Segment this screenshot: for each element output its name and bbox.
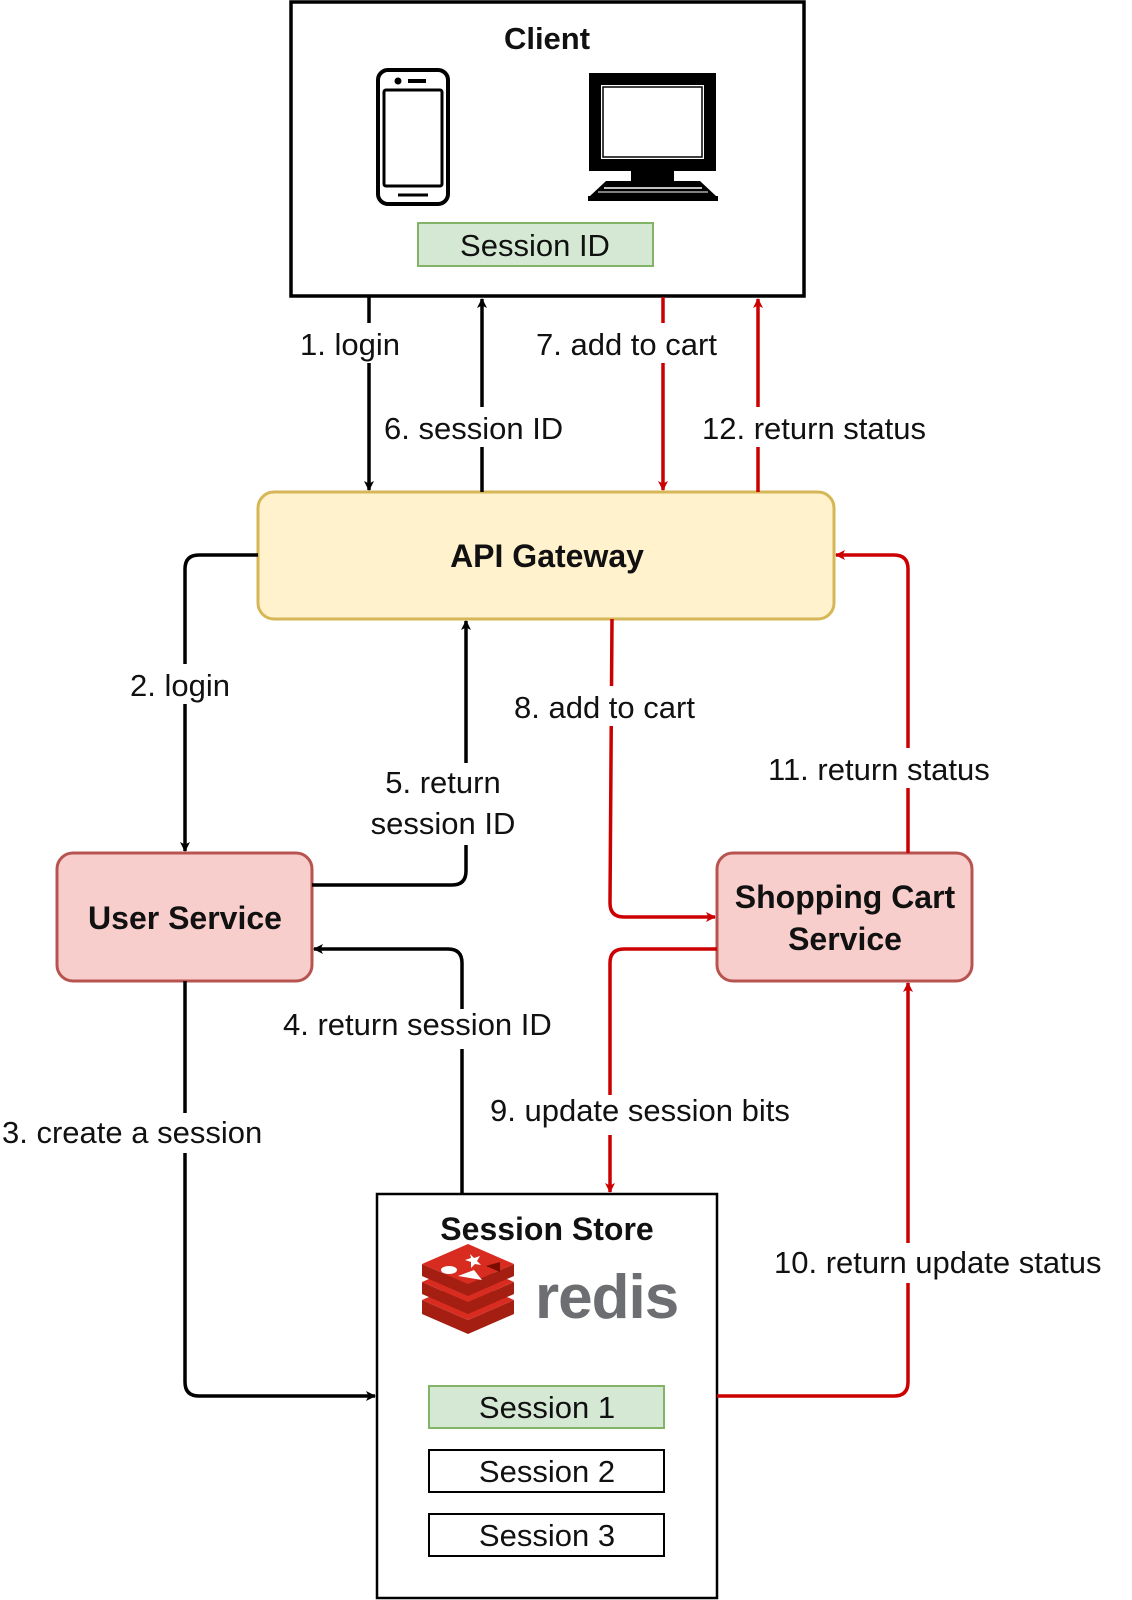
user-service-node: User Service xyxy=(55,851,314,983)
edge-11-label: 11. return status xyxy=(768,752,990,787)
session-list: Session 1 Session 2 Session 3 xyxy=(428,1385,665,1557)
session-1-label: Session 1 xyxy=(479,1390,615,1425)
session-3-label: Session 3 xyxy=(479,1518,615,1553)
edge-5-label-line2: session ID xyxy=(371,806,516,841)
smartphone-icon xyxy=(376,68,450,206)
edge-2-label: 2. login xyxy=(130,668,230,703)
edge-8-add-to-cart-arrow xyxy=(608,618,716,922)
edge-1-label: 1. login xyxy=(300,327,400,362)
session-store-node: Session Store redis Session 1 Session 2 … xyxy=(375,1192,719,1600)
session-store-title: Session Store xyxy=(440,1211,653,1247)
edge-4-label: 4. return session ID xyxy=(283,1007,552,1042)
session-3-box xyxy=(428,1513,665,1557)
edge-5-return-session-id-arrow xyxy=(312,620,471,887)
edge-5-label-line1: 5. return xyxy=(385,765,500,800)
edge-3-create-session-arrow xyxy=(183,981,376,1401)
edge-labels: 1. login 6. session ID 7. add to cart 12… xyxy=(0,323,1130,1283)
shopping-cart-service-node: Shopping Cart Service xyxy=(715,851,974,983)
redis-logo-icon xyxy=(422,1244,514,1334)
client-node: Client Session ID xyxy=(289,0,806,298)
edge-4-return-session-id-arrow xyxy=(313,944,464,1194)
edge-12-label: 12. return status xyxy=(702,411,926,446)
edge-2-login-arrow xyxy=(180,553,258,852)
edge-11-return-status-arrow xyxy=(835,550,910,853)
session-2-box xyxy=(428,1449,665,1493)
api-gateway-title: API Gateway xyxy=(450,538,644,574)
redis-wordmark: redis xyxy=(535,1263,678,1332)
shopping-cart-title-line2: Service xyxy=(788,921,902,957)
edge-7-label: 7. add to cart xyxy=(536,327,717,362)
client-session-id-badge: Session ID xyxy=(417,222,654,267)
shopping-cart-title-line1: Shopping Cart xyxy=(735,879,956,915)
edge-10-return-update-status-arrow xyxy=(717,982,913,1398)
session-1-box xyxy=(428,1385,665,1429)
edge-8-label: 8. add to cart xyxy=(514,690,695,725)
edge-9-label: 9. update session bits xyxy=(490,1093,790,1128)
desktop-computer-icon xyxy=(588,73,718,201)
edge-10-label: 10. return update status xyxy=(774,1245,1101,1280)
client-title: Client xyxy=(504,21,590,56)
edge-9-update-session-bits-arrow xyxy=(605,947,717,1193)
edge-6-label: 6. session ID xyxy=(384,411,563,446)
client-session-id-label: Session ID xyxy=(460,228,610,263)
api-gateway-node: API Gateway xyxy=(256,490,836,621)
user-service-title: User Service xyxy=(88,900,282,936)
session-2-label: Session 2 xyxy=(479,1454,615,1489)
edge-3-label: 3. create a session xyxy=(2,1115,262,1150)
